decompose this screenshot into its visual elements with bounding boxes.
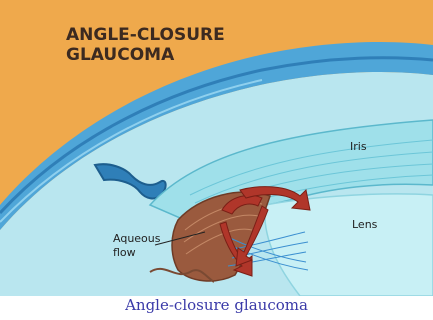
figure-title-line1: ANGLE-CLOSURE [66,25,225,45]
figure-title-line2: GLAUCOMA [66,45,175,65]
eye-cross-section-diagram: ANGLE-CLOSURE GLAUCOMA Iris Lens Aqueous… [0,0,433,296]
figure-caption: Angle-closure glaucoma [0,296,433,314]
aqueous-label-line2: flow [113,246,136,259]
lens-label: Lens [352,218,378,231]
aqueous-label-line1: Aqueous [113,232,161,245]
iris-label: Iris [350,140,367,153]
